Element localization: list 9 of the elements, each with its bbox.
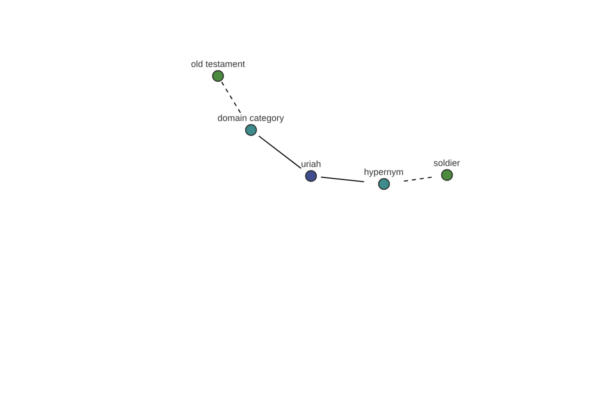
node-label: domain category (218, 113, 284, 124)
node-label: hypernym (364, 167, 404, 178)
dashed-connector (404, 176, 434, 182)
node-label: old testament (191, 59, 246, 70)
dashed-connector (221, 82, 242, 114)
connector-line (320, 176, 364, 182)
connector-line (258, 136, 302, 169)
node-label: uriah (301, 159, 322, 170)
node-label: soldier (434, 158, 460, 169)
